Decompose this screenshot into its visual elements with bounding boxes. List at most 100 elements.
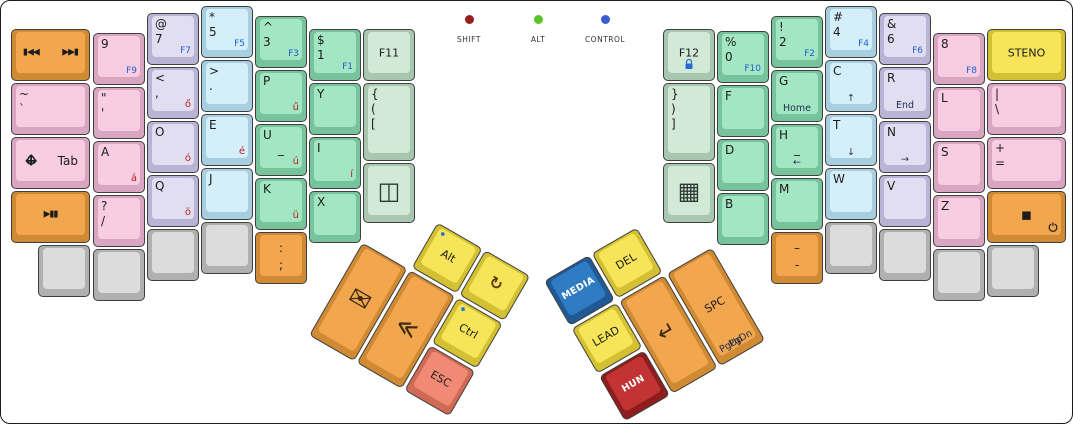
- key-legend: /: [101, 214, 106, 228]
- keycap-face: MEDIA: [549, 260, 607, 317]
- key-split-view: ◫: [363, 163, 415, 223]
- key-f: F: [717, 85, 769, 137]
- modifier-indicator-icon: ◆: [459, 305, 467, 314]
- key-legend: 6: [887, 32, 895, 46]
- key-blank: [147, 229, 199, 281]
- keycap-face: B: [722, 196, 764, 237]
- key-legend: H: [779, 128, 789, 142]
- key-legend: _: [794, 142, 800, 156]
- keycap-face: D: [722, 142, 764, 183]
- key-legend: Tab: [57, 153, 78, 168]
- key-legend: HUN: [619, 372, 647, 395]
- lock-icon: [685, 58, 694, 72]
- key-legend: F3: [288, 49, 299, 59]
- key-legend: 4: [833, 25, 841, 39]
- alt-led-icon: [533, 15, 543, 24]
- key-x: X: [309, 191, 361, 243]
- key-legend: SPC: [702, 293, 728, 316]
- keycap-face: ~`: [16, 86, 85, 127]
- key-legend: |: [995, 87, 1000, 101]
- key-legend: F10: [744, 64, 761, 74]
- key-legend: DEL: [613, 249, 639, 272]
- key-legend: ö: [184, 207, 191, 218]
- key-s: S: [933, 141, 985, 193]
- split-view-icon: ◫: [377, 176, 401, 205]
- key-legend: U: [263, 128, 272, 142]
- keycap-face: H_←: [776, 127, 818, 168]
- keycap-face: U_ú: [260, 127, 302, 168]
- keycap-face: |\: [992, 86, 1061, 127]
- keycap-face: F11: [368, 32, 410, 73]
- key-legend: MEDIA: [559, 274, 597, 302]
- key-legend: F12: [678, 46, 700, 59]
- key-legend: LEAD: [589, 323, 622, 349]
- key-lessthan-comma: <,ő: [147, 67, 199, 119]
- key-stop-power: ■: [987, 191, 1066, 243]
- key-legend: ": [101, 91, 107, 105]
- keycap-face: :;: [260, 235, 302, 276]
- key-legend: ': [101, 106, 105, 120]
- key-legend: _: [278, 142, 284, 156]
- keycap-face: {([: [368, 86, 410, 153]
- alt-label: ALT: [530, 35, 546, 44]
- key-blank: [933, 249, 985, 301]
- key-legend: #: [833, 10, 844, 24]
- key-legend: →: [901, 153, 909, 165]
- key-j: J: [201, 168, 253, 220]
- envelope-icon: ✉: [342, 281, 377, 319]
- key-legend: %: [725, 35, 737, 49]
- key-legend: ?: [101, 199, 108, 213]
- key-legend: F6: [912, 46, 923, 56]
- key-u: U_ú: [255, 124, 307, 176]
- key-legend: *: [209, 10, 215, 24]
- key-legend: R: [887, 71, 896, 85]
- key-legend: ESC: [428, 367, 454, 390]
- key-legend: Z: [941, 199, 950, 213]
- key-legend: ü: [292, 210, 299, 221]
- key-blank: [879, 229, 931, 281]
- keycap-face: T↓: [830, 117, 872, 158]
- key-legend: {: [371, 87, 379, 101]
- key-legend: 9: [101, 37, 109, 51]
- key-legend: L: [941, 91, 948, 105]
- key-blank: [93, 249, 145, 301]
- key-tab: ↔↕Tab: [11, 137, 90, 189]
- key-steno: STENO: [987, 29, 1066, 81]
- key-legend: D: [725, 143, 735, 157]
- key-legend: `: [19, 102, 25, 116]
- keycap-face: S: [938, 144, 980, 185]
- key-f12: F12: [663, 29, 715, 81]
- keycap-face: >.: [206, 63, 248, 104]
- key-legend: &: [887, 17, 897, 31]
- key-legend: @: [155, 17, 167, 31]
- key-legend: ó: [184, 153, 191, 164]
- chevrons-icon: ≪: [392, 311, 423, 343]
- keycap-face: [98, 252, 140, 293]
- keycap-face: M: [776, 181, 818, 222]
- key-legend: N: [887, 125, 896, 139]
- keycap-face: +=: [992, 140, 1061, 181]
- modifier-indicator-icon: ◆: [439, 229, 447, 239]
- key-legend: ő: [184, 99, 191, 110]
- key-legend: :: [278, 241, 284, 255]
- key-legend: Y: [317, 87, 325, 101]
- key-blank: [825, 222, 877, 274]
- keycap-face: <,ő: [152, 70, 194, 111]
- key-y: Y: [309, 83, 361, 135]
- key-legend: C: [833, 64, 842, 78]
- keycap-face: W: [830, 171, 872, 212]
- keycap-face: ↻: [467, 255, 525, 312]
- keycap-face: F12: [668, 32, 710, 73]
- key-legend: S: [941, 145, 949, 159]
- key-legend: F11: [378, 46, 400, 59]
- key-open-brackets: {([: [363, 83, 415, 161]
- key-legend: -: [794, 258, 800, 272]
